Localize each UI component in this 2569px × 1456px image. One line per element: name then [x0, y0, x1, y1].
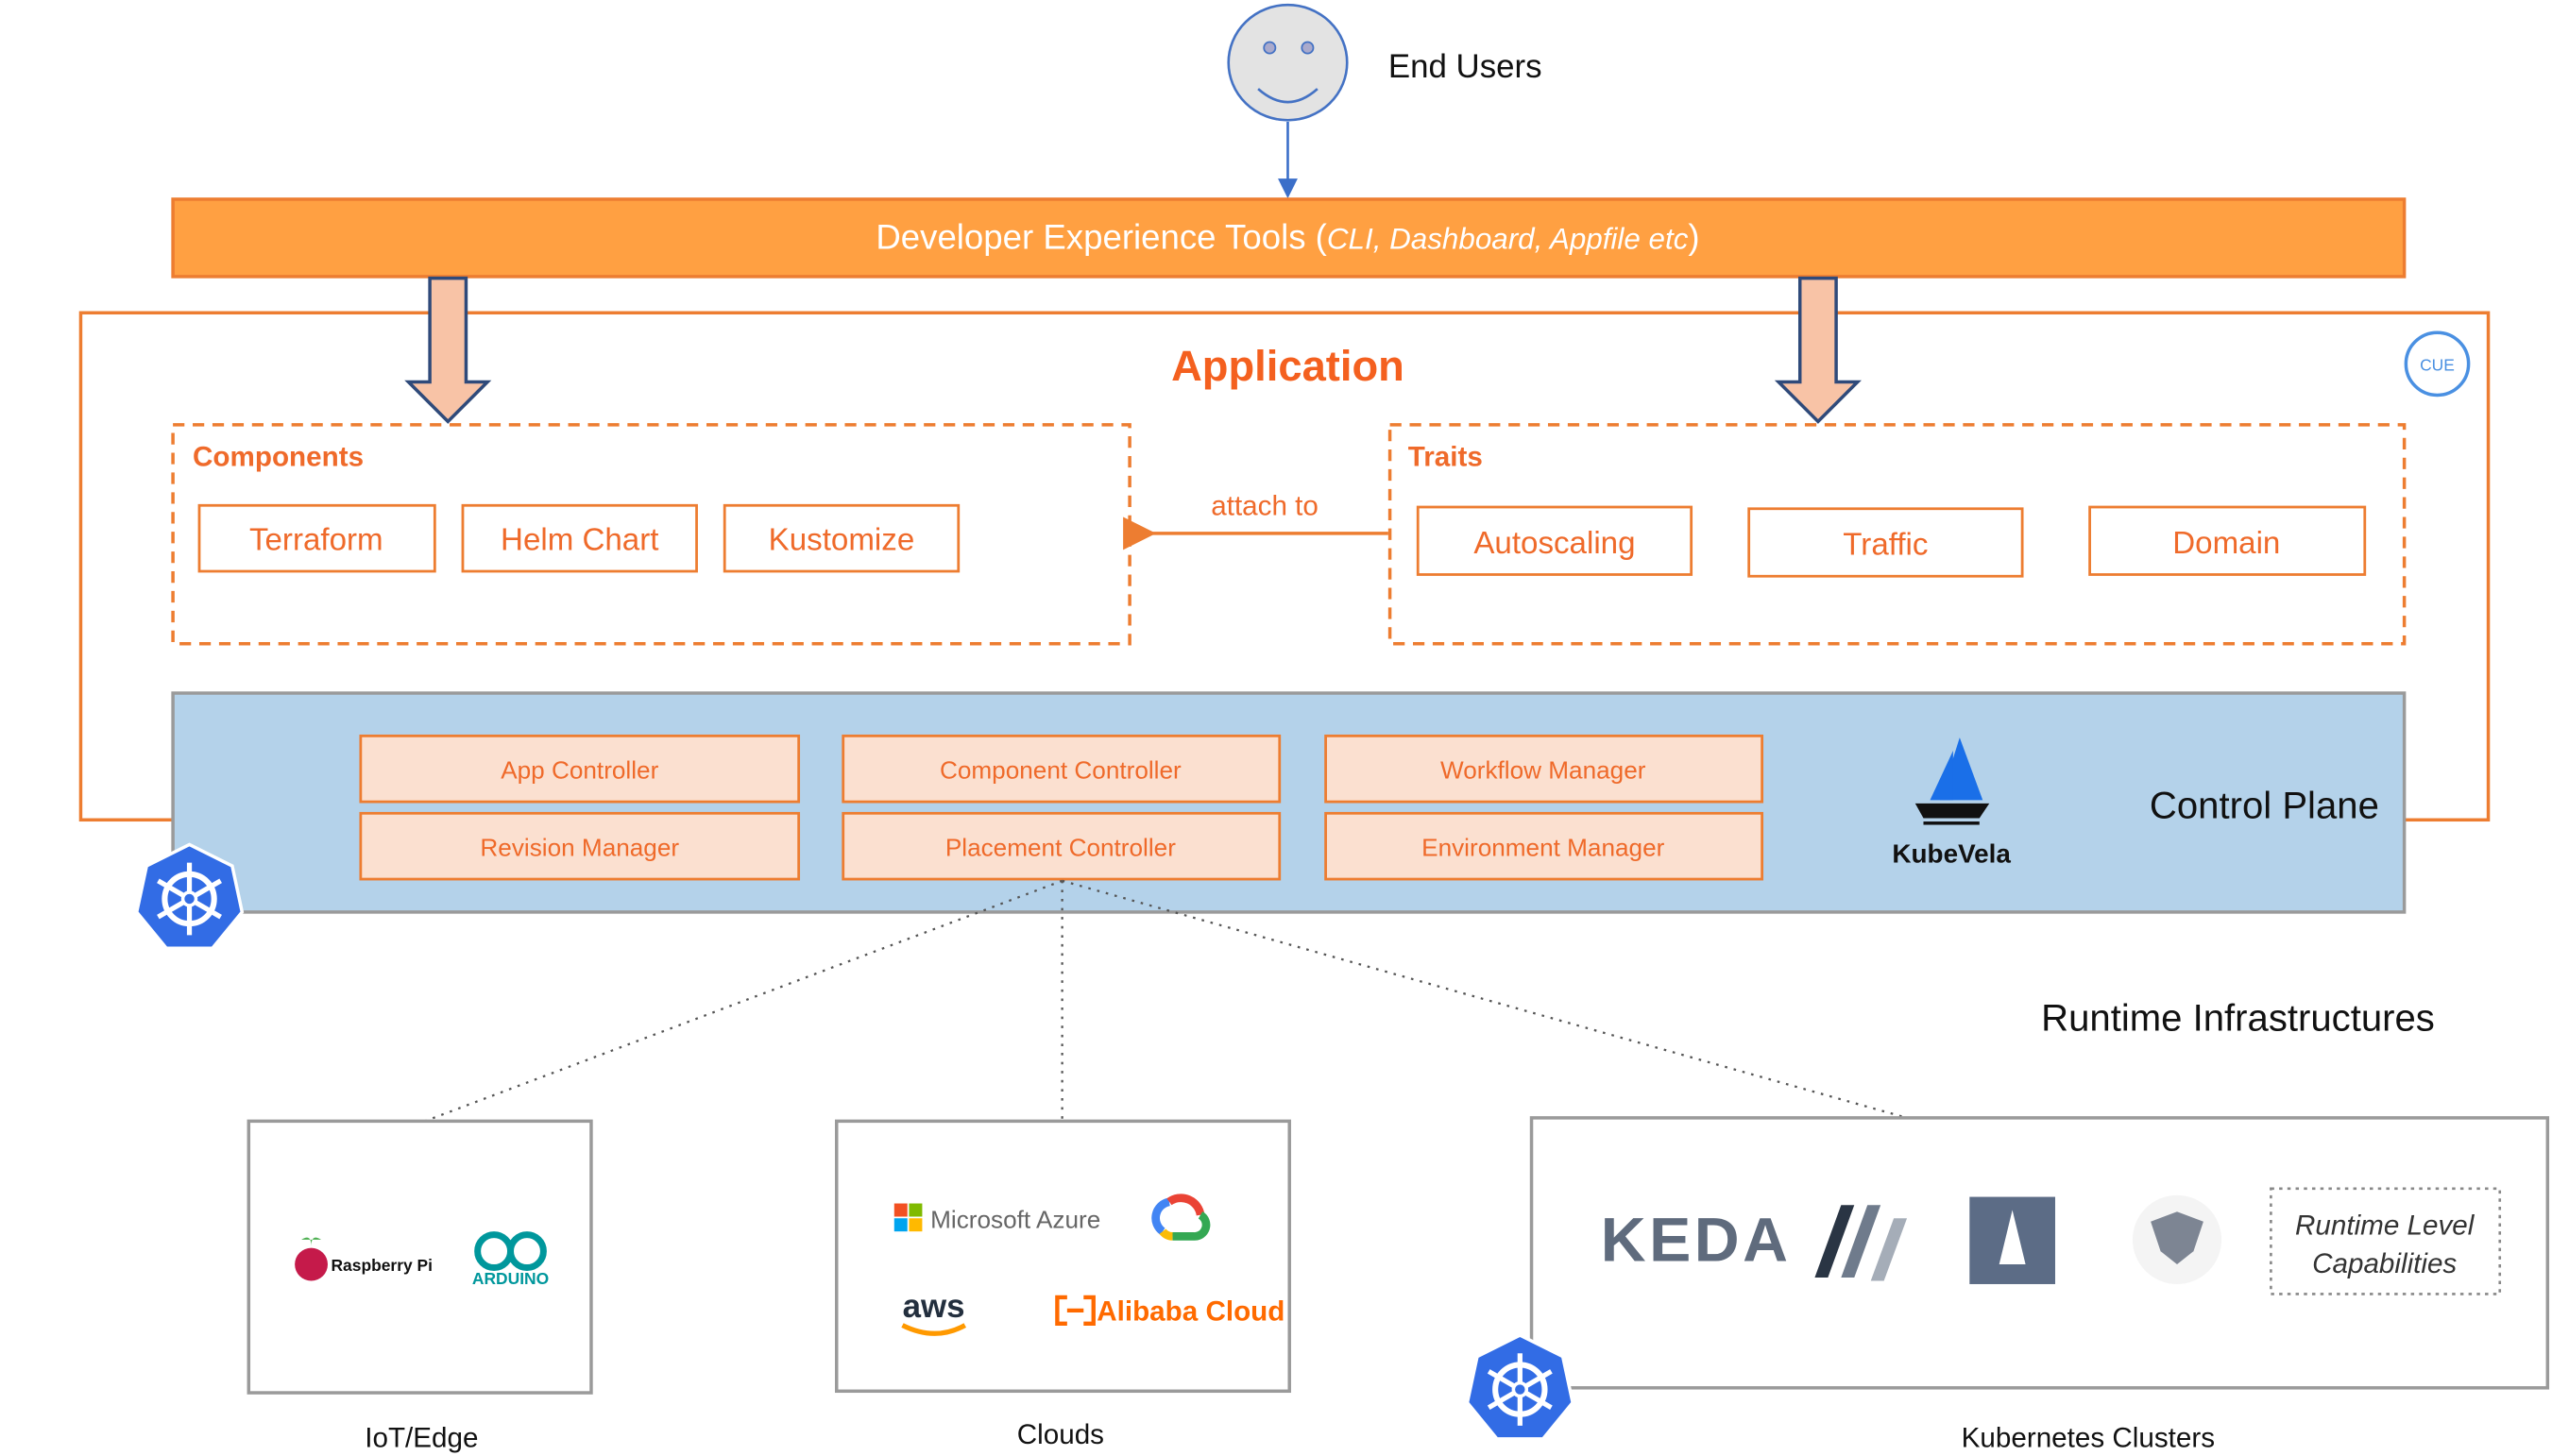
opa-logo-icon [2132, 1194, 2222, 1284]
component-kustomize [723, 503, 961, 573]
raspberry-pi-logo-icon: Raspberry Pi [295, 1237, 433, 1281]
controller-label: Component Controller [940, 756, 1182, 785]
developer-tools-label: Developer Experience Tools (CLI, Dashboa… [876, 217, 1699, 256]
workflow-manager [1324, 734, 1764, 804]
kubevela-logo-icon [1914, 737, 1990, 825]
components-title: Components [193, 441, 364, 472]
application-title: Application [1171, 342, 1404, 390]
traits-title: Traits [1408, 441, 1483, 472]
component-helm-chart [461, 503, 698, 573]
revision-manager [359, 811, 801, 881]
environment-manager [1324, 811, 1764, 881]
svg-text:aws: aws [903, 1288, 965, 1325]
svg-text:Microsoft Azure: Microsoft Azure [930, 1206, 1100, 1234]
cue-logo-text: CUE [2420, 355, 2455, 374]
placement-controller [842, 811, 1282, 881]
component-controller [842, 734, 1282, 804]
controller-label: Revision Manager [480, 834, 679, 862]
component-label: Terraform [249, 522, 383, 557]
down-arrow-traits [1774, 276, 1862, 424]
runtime-title: Runtime Infrastructures [2041, 997, 2435, 1039]
end-users-label: End Users [1388, 48, 1542, 85]
keda-logo-icon: KEDA [1601, 1206, 1792, 1276]
svg-text:Raspberry Pi: Raspberry Pi [331, 1256, 432, 1275]
attach-to-label: attach to [1211, 491, 1319, 522]
smiley-face-icon [1227, 3, 1349, 122]
google-cloud-logo-icon [1151, 1194, 1211, 1241]
trait-traffic [1747, 507, 2024, 578]
svg-text:Alibaba Cloud: Alibaba Cloud [1097, 1295, 1284, 1327]
controller-label: Placement Controller [945, 834, 1176, 862]
trait-domain [2088, 505, 2367, 576]
kruise-logo-icon [1969, 1196, 2055, 1284]
kubevela-logo-text: KubeVela [1892, 839, 2011, 869]
controller-label: App Controller [501, 756, 658, 785]
capabilities-line2: Capabilities [2312, 1248, 2457, 1279]
controller-label: Environment Manager [1421, 834, 1664, 862]
controller-label: Workflow Manager [1440, 756, 1646, 785]
connector-k8s [1062, 879, 1908, 1119]
aws-logo-icon: aws [901, 1288, 967, 1336]
connector-iot [424, 879, 1063, 1123]
svg-text:ARDUINO: ARDUINO [472, 1269, 549, 1288]
component-label: Kustomize [769, 522, 915, 557]
runtime-capabilities-box [2270, 1187, 2502, 1295]
end-users: End Users [1227, 3, 1542, 122]
trait-label: Traffic [1843, 528, 1928, 563]
component-label: Helm Chart [501, 522, 658, 557]
iot-edge-label: IoT/Edge [365, 1423, 478, 1454]
down-arrow-components [404, 276, 492, 424]
components-group [171, 423, 1131, 646]
trait-label: Domain [2172, 526, 2280, 561]
clouds-box [835, 1119, 1291, 1394]
component-terraform [197, 503, 436, 573]
trait-autoscaling [1416, 505, 1693, 576]
arduino-logo-icon: ARDUINO [472, 1231, 549, 1288]
microsoft-azure-logo-icon: Microsoft Azure [893, 1203, 1100, 1234]
clouds-label: Clouds [1017, 1419, 1104, 1450]
cue-logo-icon [2404, 330, 2471, 398]
trait-label: Autoscaling [1473, 526, 1635, 561]
developer-tools-bar [171, 197, 2407, 279]
control-plane-title: Control Plane [2150, 786, 2379, 827]
capabilities-line1: Runtime Level [2295, 1211, 2475, 1242]
traits-group [1387, 423, 2407, 646]
linkerd-logo-icon [1814, 1205, 1908, 1281]
alibaba-cloud-logo-icon: Alibaba Cloud [1055, 1295, 1284, 1327]
kubernetes-clusters-label: Kubernetes Clusters [1962, 1423, 2215, 1454]
app-controller [359, 734, 801, 804]
